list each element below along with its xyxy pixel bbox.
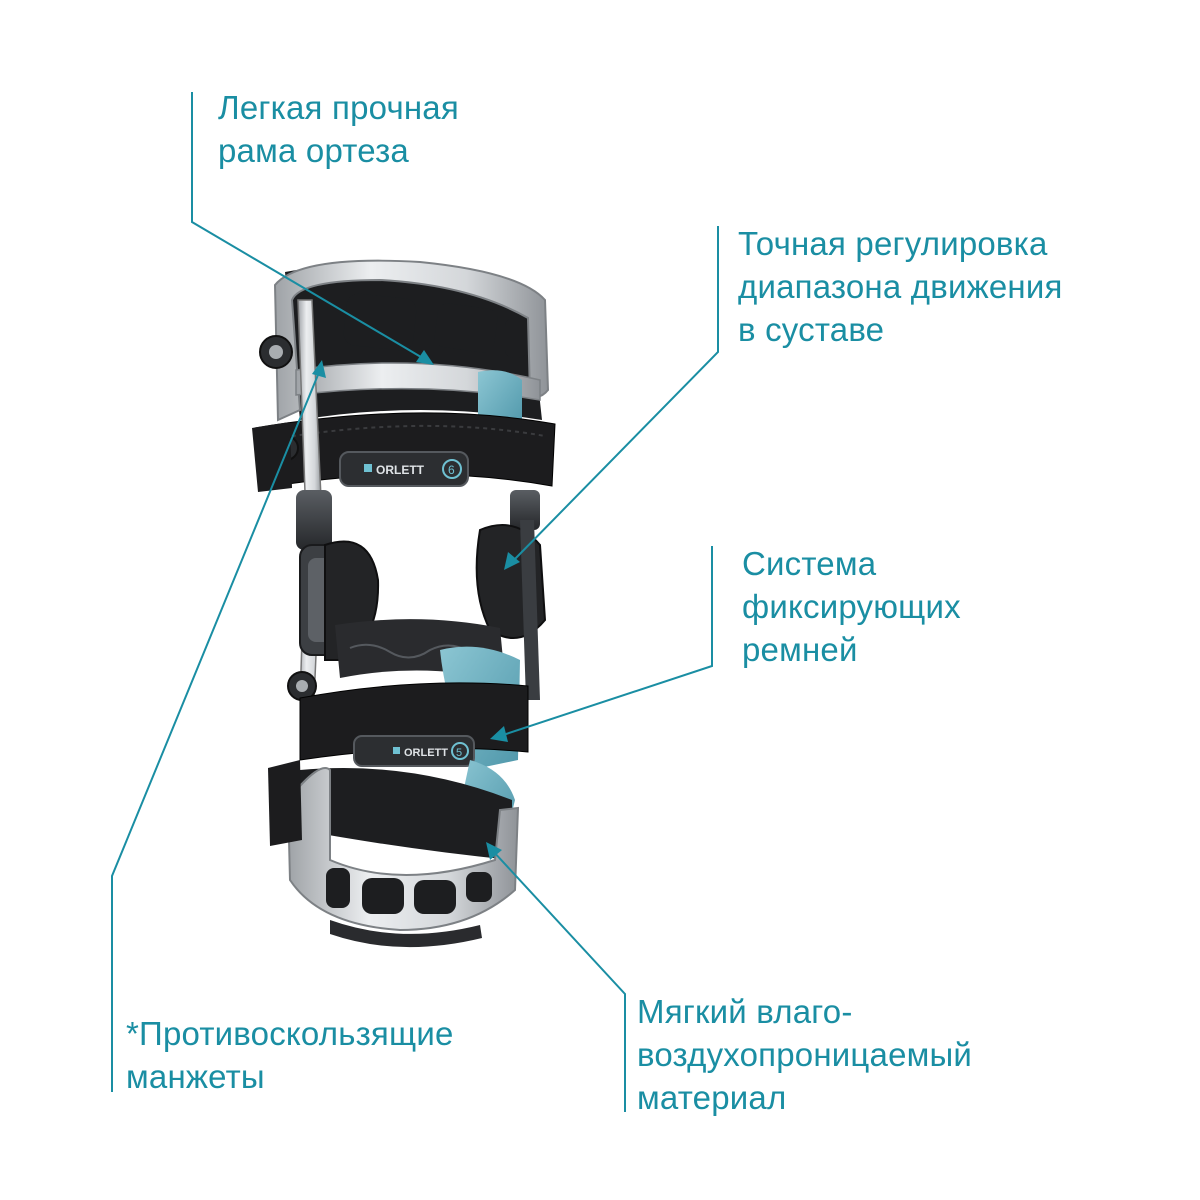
upper-badge-number: 6: [448, 463, 455, 477]
straps-leader-line: [499, 546, 713, 737]
straps-arrow-icon: [490, 726, 508, 742]
upper-strap: 6 ORLETT: [254, 412, 556, 489]
callout-frame-line-2: рама ортеза: [218, 132, 409, 169]
callout-range-line-1: Точная регулировка: [738, 225, 1048, 262]
frame-arrow-icon: [416, 350, 434, 365]
callout-frame-line-1: Легкая прочная: [218, 89, 459, 126]
callout-cuffs: *Противоскользящие манжеты: [126, 1012, 454, 1098]
upper-brand-logo: ORLETT: [376, 463, 425, 477]
callout-straps-line-2: фиксирующих: [742, 588, 961, 625]
callout-straps-line-1: Система: [742, 545, 877, 582]
material-leader-line: [491, 849, 626, 1112]
frame-leader-line: [191, 92, 427, 361]
lower-badge-number: 5: [456, 747, 462, 759]
lower-shin-shell: 5 ORLETT: [252, 422, 529, 948]
callout-cuffs-line-1: *Противоскользящие: [126, 1015, 454, 1052]
callout-cuffs-line-2: манжеты: [126, 1058, 265, 1095]
callout-frame: Легкая прочная рама ортеза: [218, 86, 459, 172]
callout-range: Точная регулировка диапазона движения в …: [738, 222, 1063, 351]
callout-material-line-3: материал: [637, 1079, 787, 1116]
callout-straps: Система фиксирующих ремней: [742, 542, 961, 671]
callout-arrowheads: [312, 350, 520, 860]
material-arrow-icon: [486, 842, 502, 860]
callout-material: Мягкий влаго- воздухопроницаемый материа…: [637, 990, 972, 1119]
callout-leader-lines: [111, 92, 719, 1112]
callout-material-line-1: Мягкий влаго-: [637, 993, 853, 1030]
cuffs-leader-line: [111, 369, 321, 1092]
range-arrow-icon: [504, 552, 520, 570]
callout-range-line-3: в суставе: [738, 311, 885, 348]
callout-material-line-2: воздухопроницаемый: [637, 1036, 973, 1073]
lower-brand-logo: ORLETT: [404, 747, 448, 759]
range-leader-line: [511, 226, 719, 563]
upper-thigh-shell: [273, 259, 550, 430]
callout-range-line-2: диапазона движения: [738, 268, 1063, 305]
callout-straps-line-3: ремней: [742, 631, 858, 668]
cuffs-arrow-icon: [312, 360, 326, 378]
